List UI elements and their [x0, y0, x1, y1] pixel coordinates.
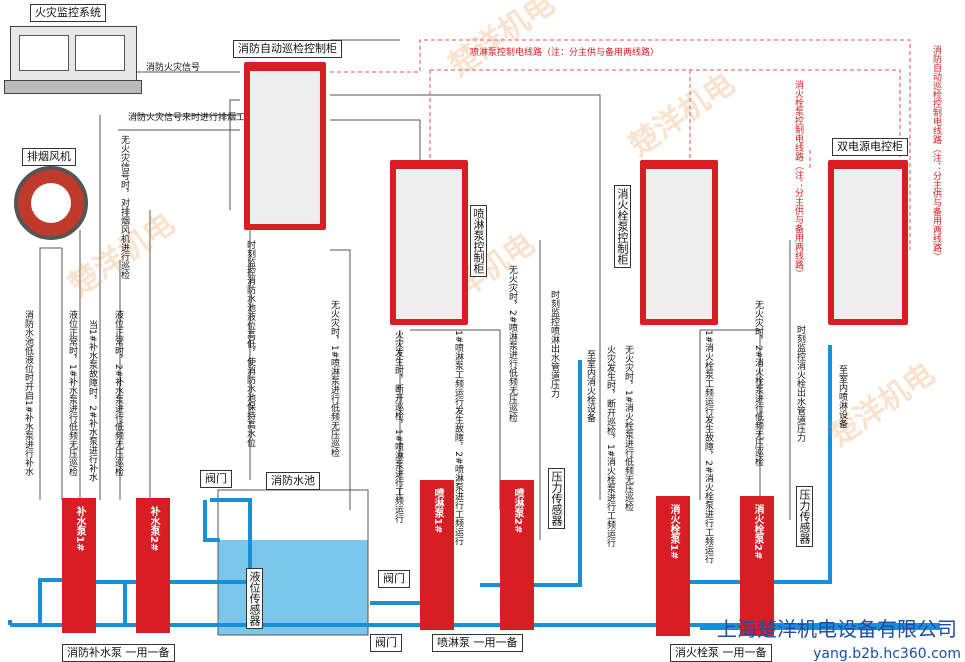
fire-monitor-base [4, 80, 142, 94]
pump-5: 消火栓泵1# [656, 496, 690, 636]
note: 1#消火栓泵工频运行发生故障，2#消火栓泵进行工频运行 [703, 330, 713, 564]
hydrant-cabinet-label: 消火栓泵控制柜 [614, 185, 631, 268]
note: 无火灾时，1#消火栓泵进行低频无压巡检 [623, 345, 633, 512]
makeup-pump-caption: 消防补水泵 一用一备 [62, 644, 175, 662]
note: 1#喷淋泵工频运行发生故障，2#喷淋泵进行工频运行 [453, 330, 463, 546]
company-url: yang.b2b.hc360.com [813, 646, 961, 662]
note: 消防水池低液位时开启1#补水泵进行补水 [23, 310, 33, 477]
pool-water [218, 540, 368, 635]
patrol-cabinet [244, 62, 326, 230]
valve-label: 阀门 [200, 470, 232, 488]
hydrant-control-line-label: 消火栓泵控制电线路（注：分主供与备用两线路） [793, 80, 803, 278]
note: 时刻监控消火栓出水管道压力 [795, 325, 805, 442]
pump-2: 补水泵2# [136, 498, 170, 633]
pump-6: 消火栓泵2# [740, 496, 774, 636]
patrol-cabinet-label: 消防自动巡检控制柜 [233, 40, 342, 58]
note: 无火灾时，2#喷淋泵进行低频无压巡检 [507, 265, 517, 423]
pressure-sensor-label: 压力传感器 [548, 468, 565, 529]
company-name: 上海楚洋机电设备有限公司 [717, 617, 957, 641]
note: 液位正常时，1#补水泵进行低频无压巡检 [67, 310, 77, 477]
fire-monitor-panel [10, 26, 137, 88]
note: 火灾发生时，断开巡检，1#消火栓泵进行工频运行 [605, 345, 615, 548]
pool-label: 消防水池 [266, 472, 320, 490]
smoke-fan-label: 排烟风机 [22, 148, 76, 166]
note: 无火灾时，1#喷淋泵进行低频无压巡检 [329, 300, 339, 458]
valve-label: 阀门 [378, 570, 410, 588]
note: 时刻监控消防水池液位高低，使消防水池保持高水位 [245, 240, 255, 447]
note: 至室内喷淋设备 [837, 365, 847, 428]
fire-monitor-label: 火灾监控系统 [30, 4, 106, 22]
note: 时刻监控喷淋出水管道压力 [549, 290, 559, 398]
pump-3: 喷淋泵1# [420, 480, 454, 630]
note: 至室内消火栓设备 [585, 350, 595, 422]
level-sensor-label: 液位传感器 [246, 568, 263, 629]
fire-signal-exhaust-label: 消防火灾信号来时进行排烟工作 [128, 113, 255, 123]
note: 火灾发生时，断开巡检，1#喷淋泵进行工频运行 [393, 330, 403, 524]
pool-outline [217, 489, 369, 636]
spray-pump-caption: 喷淋泵 一用一备 [432, 634, 523, 652]
smoke-fan-icon [14, 166, 88, 240]
dual-power-cabinet [828, 160, 908, 325]
spray-cabinet [390, 160, 468, 325]
pressure-sensor-label: 压力传感器 [796, 486, 813, 547]
spray-control-line-label: 喷淋泵控制电线路（注：分主供与备用两线路） [470, 48, 660, 58]
patrol-control-line-label: 消防自动巡检控制电线路（注：分主供与备用两线路） [931, 45, 941, 261]
valve-label: 阀门 [370, 634, 402, 652]
note: 无火灾时，2#消火栓泵进行低频无压巡检 [753, 300, 763, 467]
fire-signal-label: 消防火灾信号 [146, 63, 201, 73]
pump-4: 喷淋泵2# [500, 480, 534, 630]
note: 液位正常时，2#补水泵进行低频无压巡检 [113, 310, 123, 477]
note: 无火灾信号时，对排烟风机进行巡检 [119, 135, 129, 279]
spray-cabinet-label: 喷淋泵控制柜 [470, 205, 487, 277]
note: 当1#补水泵故障时，2#补水泵进行补水 [87, 320, 97, 482]
pump-1: 补水泵1# [62, 498, 96, 633]
hydrant-pump-caption: 消火栓泵 一用一备 [670, 644, 772, 662]
dual-power-label: 双电源电控柜 [832, 138, 908, 156]
signal-lines [39, 39, 791, 540]
hydrant-cabinet [640, 160, 718, 325]
